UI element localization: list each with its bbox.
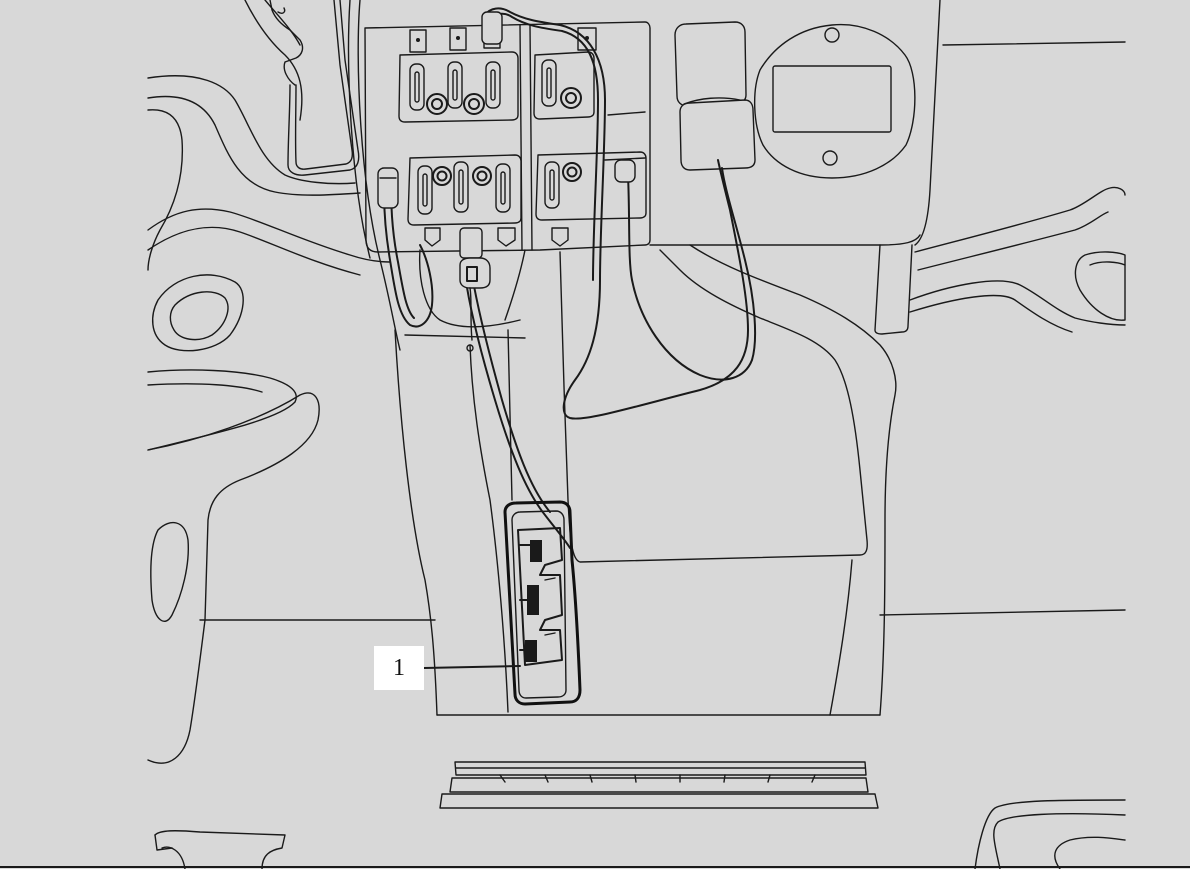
bottom-objects <box>154 799 1126 869</box>
upper-bracket <box>269 0 360 176</box>
center-column <box>394 244 897 716</box>
left-dashboard-outline <box>147 0 436 764</box>
relay-module <box>674 21 756 171</box>
wiring-harness <box>347 0 757 549</box>
callout-label-1: 1 <box>374 646 424 690</box>
fuse-box-housing <box>364 21 651 253</box>
flange-plate <box>753 23 916 179</box>
right-pillar <box>649 0 1126 616</box>
callout-leader <box>423 665 521 669</box>
bottom-rule <box>0 866 1190 868</box>
target-module <box>503 500 582 706</box>
floor-vent <box>439 761 879 809</box>
